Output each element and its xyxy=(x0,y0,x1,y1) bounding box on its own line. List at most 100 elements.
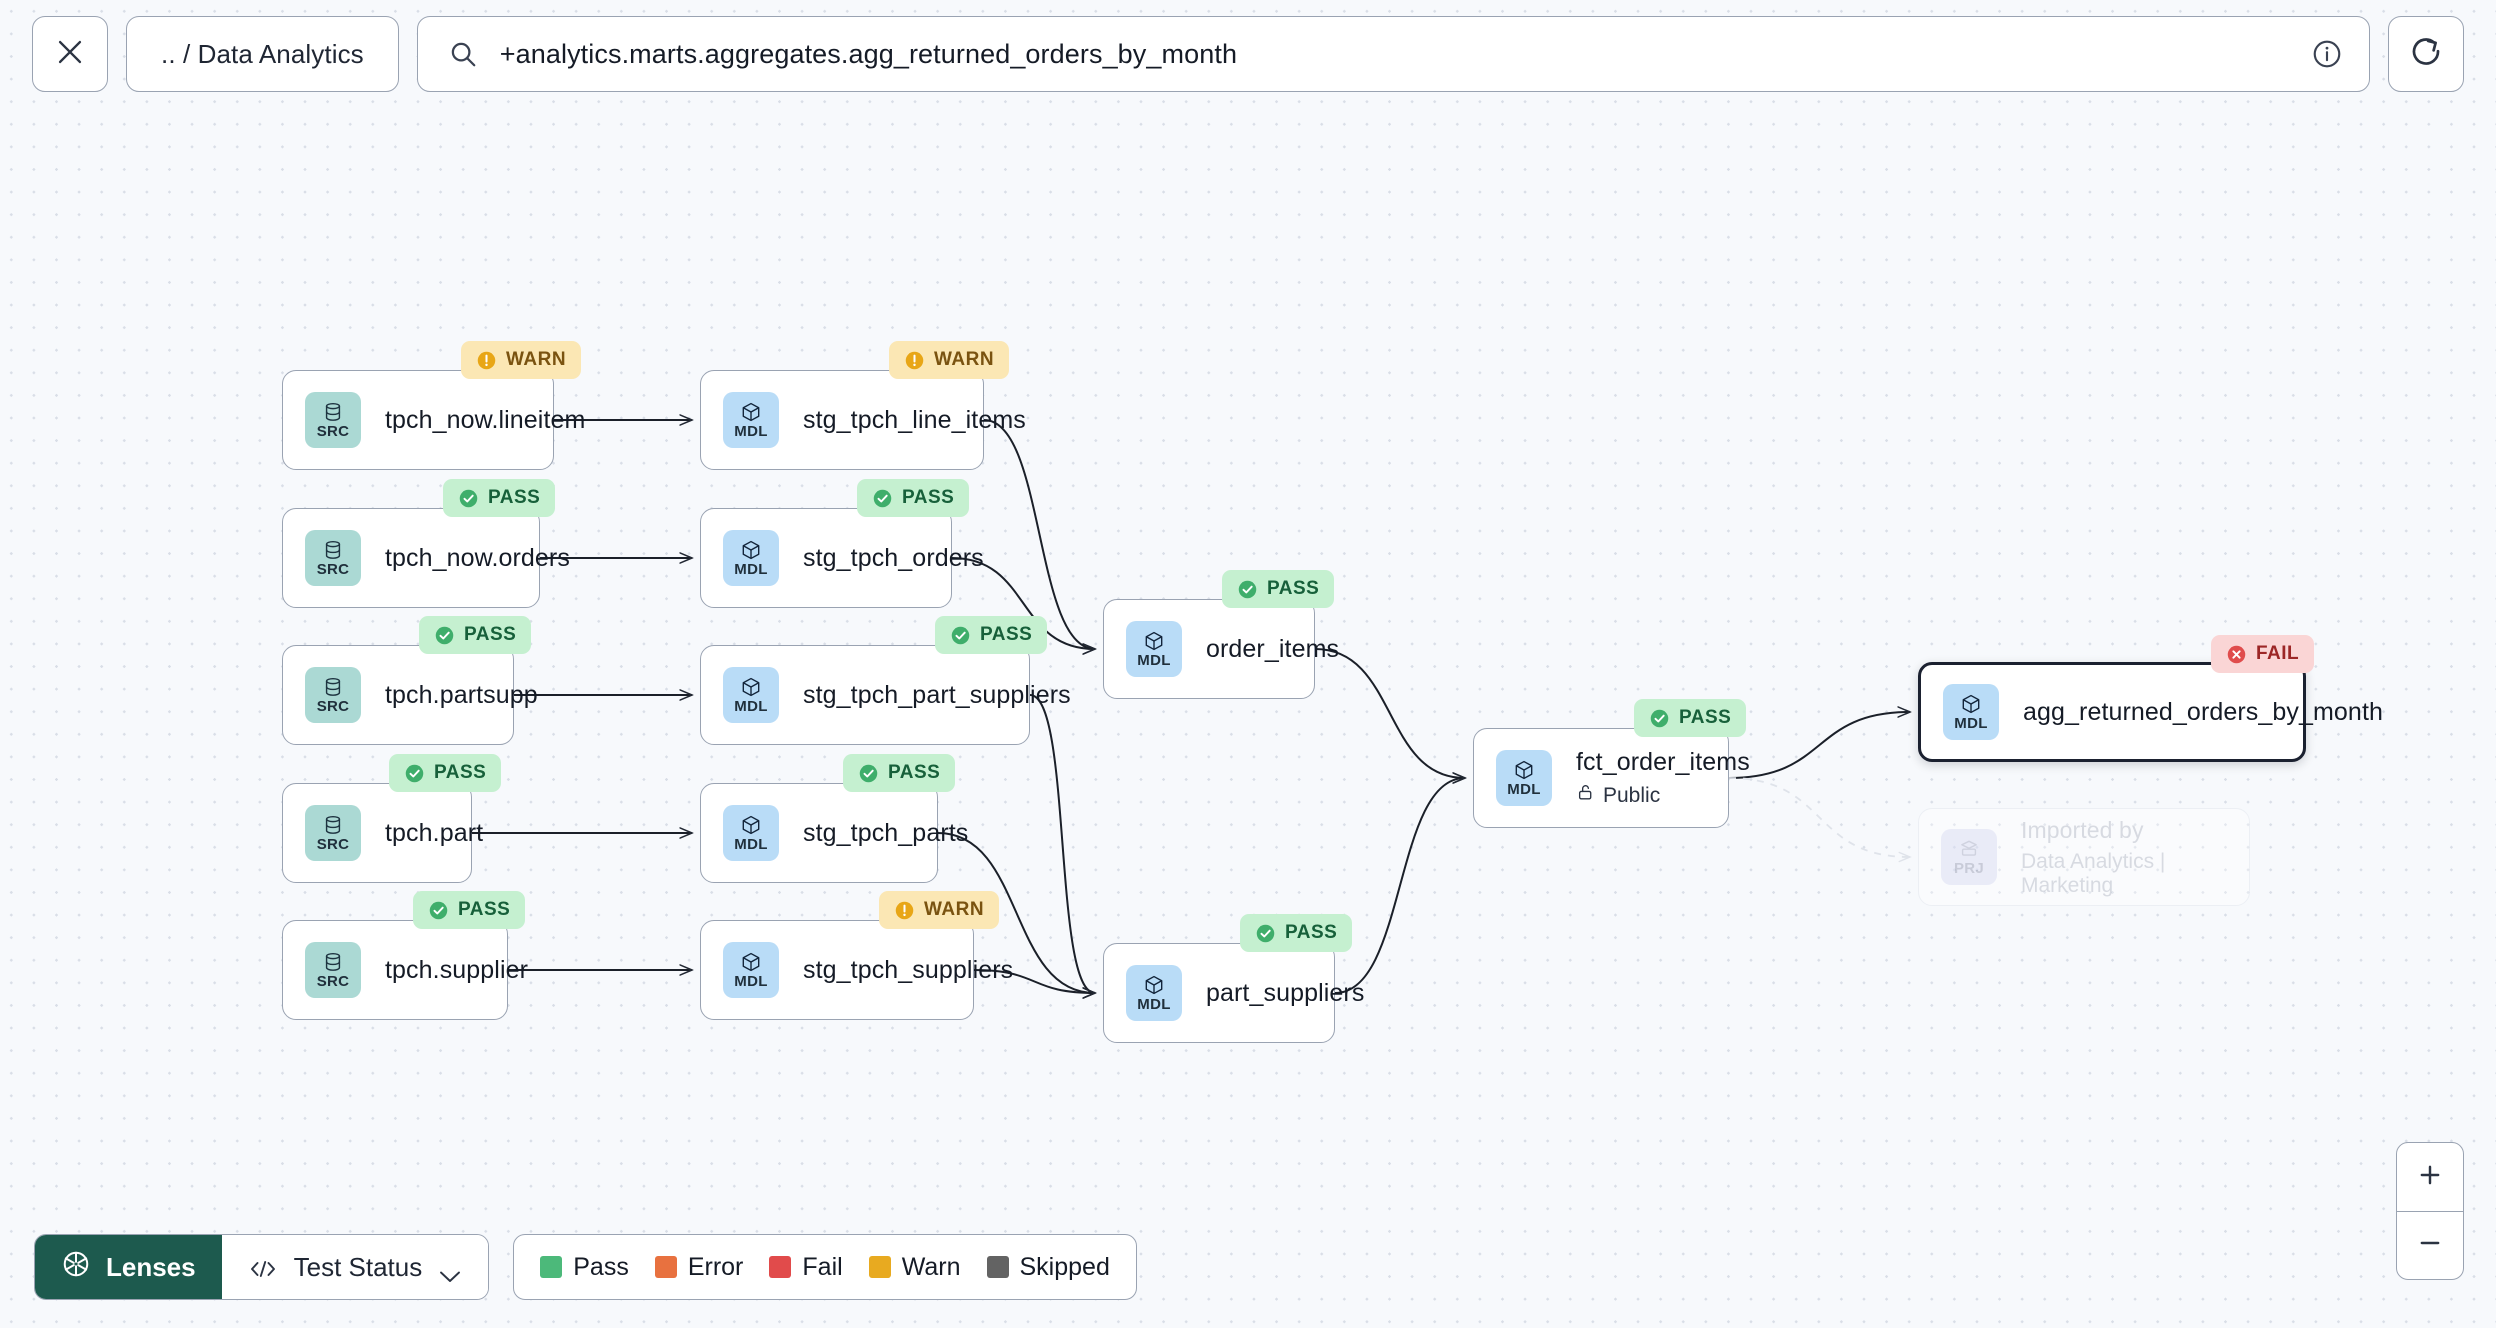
refresh-icon xyxy=(2408,34,2444,75)
graph-node-mdl-orders[interactable]: MDL stg_tpch_orders PASS xyxy=(700,479,984,608)
lenses-button[interactable]: Lenses xyxy=(35,1235,222,1299)
legend-item-pass[interactable]: Pass xyxy=(540,1253,629,1282)
breadcrumb: .. / Data Analytics xyxy=(161,38,364,69)
node-title: stg_tpch_suppliers xyxy=(803,955,1014,984)
status-fail-icon xyxy=(2226,644,2247,665)
status-pass-icon xyxy=(1649,708,1670,729)
graph-canvas[interactable]: SRC tpch_now.lineitem WARN SRC tpch_now.… xyxy=(0,108,2496,1328)
graph-node-src-partsupp[interactable]: SRC tpch.partsupp PASS xyxy=(282,616,538,745)
node-status-badge: PASS xyxy=(413,891,526,929)
graph-node-mdl-line-items[interactable]: MDL stg_tpch_line_items WARN xyxy=(700,341,1026,470)
node-title: Imported by xyxy=(2021,816,2144,843)
node-title: part_suppliers xyxy=(1206,978,1365,1007)
node-title: tpch.supplier xyxy=(385,955,529,984)
node-kind-badge-mdl: MDL xyxy=(723,942,779,998)
status-pass-icon xyxy=(434,625,455,646)
node-title: tpch_now.lineitem xyxy=(385,405,586,434)
legend-swatch-warn xyxy=(868,1256,891,1278)
node-status-label: PASS xyxy=(888,762,941,783)
status-pass-icon xyxy=(1255,923,1276,944)
node-kind-badge-mdl: MDL xyxy=(1496,750,1552,806)
zoom-in-button[interactable] xyxy=(2397,1143,2463,1211)
legend-label: Pass xyxy=(573,1252,629,1281)
aperture-icon xyxy=(61,1249,91,1286)
legend-item-skipped[interactable]: Skipped xyxy=(986,1253,1110,1282)
node-kind-badge-mdl: MDL xyxy=(1126,621,1182,677)
graph-node-src-orders[interactable]: SRC tpch_now.orders PASS xyxy=(282,479,570,608)
node-title: tpch.partsupp xyxy=(385,680,538,709)
test-status-dropdown[interactable]: Test Status xyxy=(221,1235,489,1299)
graph-node-src-supplier[interactable]: SRC tpch.supplier PASS xyxy=(282,891,529,1020)
node-kind-badge-prj: PRJ xyxy=(1941,829,1997,885)
node-kind-badge-src: SRC xyxy=(305,805,361,861)
graph-node-src-part[interactable]: SRC tpch.part PASS xyxy=(282,754,502,883)
node-status-badge: PASS xyxy=(389,754,502,792)
node-title: agg_returned_orders_by_month xyxy=(2023,697,2383,726)
node-body: Imported by Data Analytics | Marketing xyxy=(2021,817,2223,898)
node-kind-badge-mdl: MDL xyxy=(723,805,779,861)
node-kind-badge-src: SRC xyxy=(305,392,361,448)
node-body: stg_tpch_line_items xyxy=(803,406,1026,435)
graph-node-mdl-suppliers[interactable]: MDL stg_tpch_suppliers WARN xyxy=(700,891,1014,1020)
legend-item-fail[interactable]: Fail xyxy=(769,1253,843,1282)
status-pass-icon xyxy=(428,900,449,921)
graph-node-src-lineitem[interactable]: SRC tpch_now.lineitem WARN xyxy=(282,341,586,470)
graph-node-prj-imported: PRJ Imported by Data Analytics | Marketin… xyxy=(1918,808,2250,906)
node-body: stg_tpch_orders xyxy=(803,543,984,573)
graph-node-mdl-order-items[interactable]: MDL order_items PASS xyxy=(1103,570,1339,699)
node-status-badge: WARN xyxy=(879,891,1000,929)
plus-icon xyxy=(2416,1161,2444,1194)
node-kind-badge-src: SRC xyxy=(305,942,361,998)
node-kind-badge-src: SRC xyxy=(305,667,361,723)
refresh-button[interactable] xyxy=(2388,16,2464,92)
node-body: part_suppliers xyxy=(1206,978,1365,1008)
graph-node-mdl-part-supp[interactable]: MDL stg_tpch_part_suppliers PASS xyxy=(700,616,1071,745)
node-kind-badge-src: SRC xyxy=(305,530,361,586)
graph-node-mdl-fct[interactable]: MDL fct_order_items Public PASS xyxy=(1473,699,1750,828)
node-status-badge: PASS xyxy=(843,754,956,792)
zoom-out-button[interactable] xyxy=(2397,1211,2463,1279)
status-warn-icon xyxy=(894,900,915,921)
graph-node-mdl-part-suppl[interactable]: MDL part_suppliers PASS xyxy=(1103,914,1365,1043)
unlock-icon xyxy=(1576,783,1595,808)
close-button[interactable] xyxy=(32,16,108,92)
graph-node-mdl-agg[interactable]: MDL agg_returned_orders_by_month FAIL xyxy=(1918,635,2383,762)
graph-edge xyxy=(1728,777,1910,857)
legend-item-warn[interactable]: Warn xyxy=(868,1253,961,1282)
node-subtitle: Data Analytics | Marketing xyxy=(2021,850,2223,898)
node-subtitle-text: Data Analytics | Marketing xyxy=(2021,849,2166,897)
search-input[interactable]: +analytics.marts.aggregates.agg_returned… xyxy=(499,38,1238,69)
legend-label: Error xyxy=(687,1252,744,1281)
node-status-badge: PASS xyxy=(419,616,532,654)
node-body: order_items xyxy=(1206,635,1339,664)
status-pass-icon xyxy=(404,763,425,784)
node-status-label: FAIL xyxy=(2256,643,2300,664)
node-title: fct_order_items xyxy=(1576,748,1750,776)
node-status-badge: FAIL xyxy=(2211,635,2315,673)
legend-swatch-pass xyxy=(540,1256,563,1278)
code-icon xyxy=(248,1256,278,1278)
graph-node-mdl-parts[interactable]: MDL stg_tpch_parts PASS xyxy=(700,754,969,883)
node-status-label: WARN xyxy=(924,899,985,920)
status-pass-icon xyxy=(458,488,479,509)
node-status-label: PASS xyxy=(1267,578,1320,599)
info-icon[interactable] xyxy=(2311,38,2343,70)
node-body: tpch_now.lineitem xyxy=(385,405,586,435)
node-kind-badge-mdl: MDL xyxy=(1943,684,1999,740)
breadcrumb-button[interactable]: .. / Data Analytics xyxy=(126,16,399,92)
node-body: tpch_now.orders xyxy=(385,543,570,573)
node-title: tpch_now.orders xyxy=(385,543,570,572)
search-bar[interactable]: +analytics.marts.aggregates.agg_returned… xyxy=(416,16,2370,92)
node-status-label: WARN xyxy=(934,349,995,370)
node-status-label: PASS xyxy=(434,762,487,783)
node-status-badge: PASS xyxy=(1240,914,1353,952)
node-title: stg_tpch_orders xyxy=(803,543,984,572)
node-status-label: PASS xyxy=(458,899,511,920)
node-status-label: PASS xyxy=(488,487,541,508)
top-toolbar: .. / Data Analytics +analytics.marts.agg… xyxy=(0,0,2496,108)
node-status-badge: WARN xyxy=(889,341,1010,379)
node-title: stg_tpch_parts xyxy=(803,818,969,847)
legend-item-error[interactable]: Error xyxy=(654,1252,744,1282)
node-status-label: PASS xyxy=(1285,922,1338,943)
